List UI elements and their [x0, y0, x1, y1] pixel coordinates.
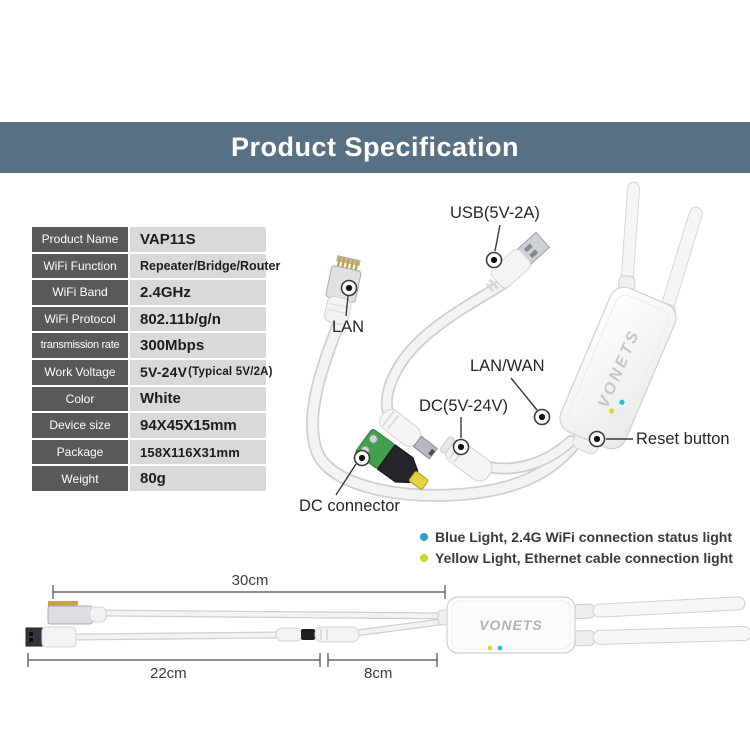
callout-label-usb: USB(5V-2A)	[450, 204, 540, 222]
dc-callout-dot-icon	[452, 438, 470, 456]
spec-label: Weight	[32, 466, 128, 491]
callout-label-dc: DC(5V-24V)	[419, 397, 508, 415]
usb-connector	[485, 231, 551, 293]
callout-label-lan: LAN	[332, 318, 365, 336]
diagram-device: VONETS	[437, 596, 576, 654]
spec-value: White	[130, 386, 266, 412]
diagram-cables	[74, 609, 452, 641]
legend-bullet-yellow-icon	[420, 553, 428, 562]
spec-value: Repeater/Bridge/Router	[130, 253, 280, 279]
callout-dots	[340, 251, 606, 467]
dim-label-30cm: 30cm	[231, 572, 269, 589]
spec-table: Product Name VAP11S WiFi Function Repeat…	[32, 227, 280, 491]
lan-callout-dot-icon	[340, 279, 358, 297]
dim-label-22cm: 22cm	[150, 665, 187, 682]
legend-text-yellow: Yellow Light, Ethernet cable connection …	[435, 549, 733, 566]
spec-value: 300Mbps	[130, 333, 266, 358]
work-voltage-value: 5V-24V	[140, 364, 188, 381]
led-yellow-icon	[609, 408, 615, 414]
usb-callout-dot-icon	[485, 251, 503, 269]
callout-label-dc-connector: DC connector	[299, 497, 400, 515]
spec-label: Color	[32, 386, 128, 412]
legend-row-yellow: Yellow Light, Ethernet cable connection …	[420, 547, 733, 568]
legend-bullet-blue-icon	[420, 532, 428, 541]
spec-value: 5V-24V(Typical 5V/2A)	[130, 359, 273, 385]
spec-value: 2.4GHz	[130, 280, 266, 305]
dc-connector-callout-dot-icon	[353, 449, 371, 467]
diagram-rj45	[47, 601, 107, 625]
reset-callout-dot-icon	[588, 430, 606, 448]
work-voltage-note: (Typical 5V/2A)	[188, 366, 273, 379]
dc-cable	[478, 435, 577, 475]
legend-text-blue: Blue Light, 2.4G WiFi connection status …	[435, 528, 732, 545]
usb-cable	[380, 276, 512, 426]
spec-value: 802.11b/g/n	[130, 306, 266, 332]
header-bar: Product Specification	[0, 122, 750, 173]
led-legend: Blue Light, 2.4G WiFi connection status …	[420, 526, 733, 568]
led-blue-icon	[619, 399, 625, 405]
callout-label-lan-wan: LAN/WAN	[470, 357, 545, 375]
spec-label: WiFi Band	[32, 280, 128, 305]
spec-value: 94X45X15mm	[130, 413, 266, 438]
spec-label: Package	[32, 439, 128, 465]
diagram-antenna-top	[573, 596, 746, 620]
dc-jack	[439, 436, 493, 482]
spec-label: WiFi Function	[32, 253, 128, 279]
diagram-antenna-bottom	[573, 626, 750, 647]
page-title: Product Specification	[230, 132, 520, 162]
spec-label: Work Voltage	[32, 359, 128, 385]
legend-row-blue: Blue Light, 2.4G WiFi connection status …	[420, 526, 733, 547]
lan-cable	[305, 305, 583, 502]
spec-value: VAP11S	[130, 227, 266, 252]
spec-label: WiFi Protocol	[32, 306, 128, 332]
callout-lines	[335, 224, 633, 496]
spec-label: transmission rate	[32, 333, 128, 358]
spec-value: 80g	[130, 466, 266, 491]
spec-label: Product Name	[32, 227, 128, 252]
dc-plug	[379, 408, 438, 460]
diagram-dc-pair	[275, 626, 360, 643]
spec-label: Device size	[32, 413, 128, 438]
callout-label-reset: Reset button	[636, 430, 730, 448]
spec-value: 158X116X31mm	[130, 439, 266, 465]
lan-wan-callout-dot-icon	[533, 408, 551, 426]
dimension-lines	[27, 585, 446, 667]
diagram-usb	[25, 626, 77, 648]
dim-label-8cm: 8cm	[364, 665, 393, 682]
vonets-logo-small: VONETS	[479, 617, 543, 633]
led-yellow-icon	[487, 645, 493, 651]
dc-terminal-connector	[355, 429, 429, 490]
led-blue-icon	[497, 645, 503, 651]
dimension-diagram: VONETS	[25, 585, 750, 667]
